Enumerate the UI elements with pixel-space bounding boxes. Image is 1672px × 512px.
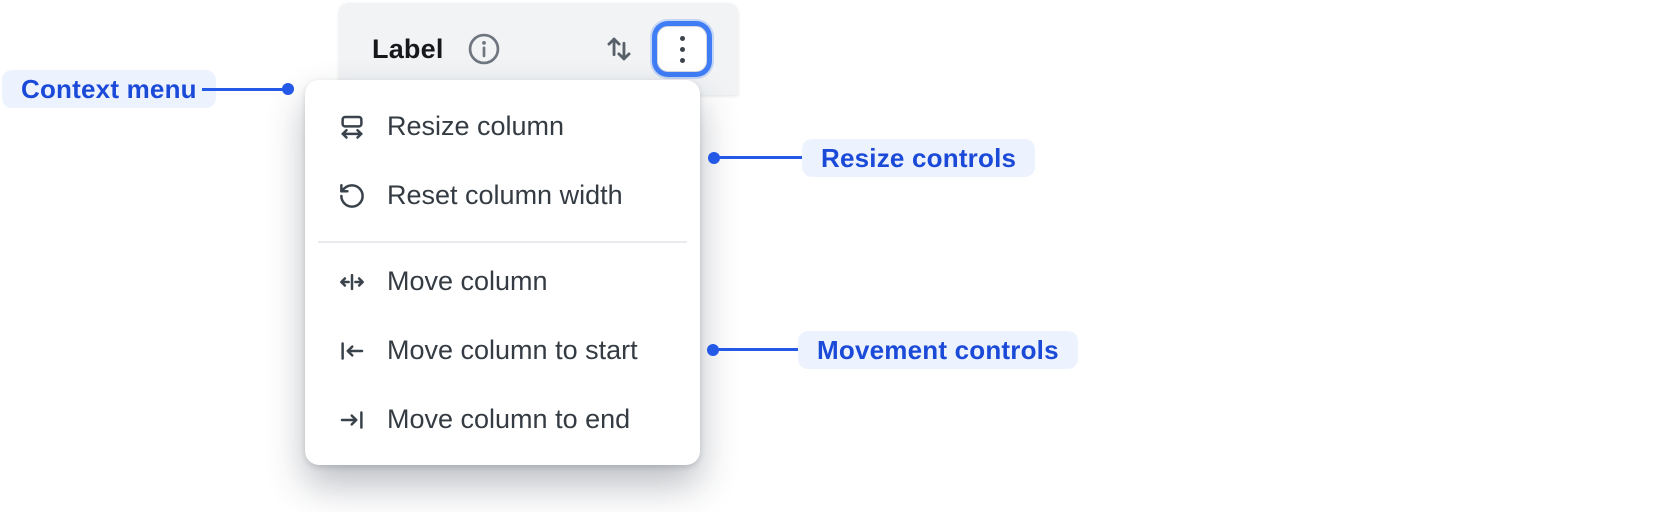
menu-item-label: Move column to start	[387, 335, 638, 365]
annotation-movement-controls: Movement controls	[798, 331, 1078, 369]
annotation-dot-resize-controls	[708, 152, 720, 164]
kebab-button-focus-ring	[652, 21, 712, 77]
sort-arrows-icon[interactable]	[602, 32, 636, 66]
column-title: Label	[372, 33, 444, 64]
menu-item-label: Reset column width	[387, 180, 623, 210]
menu-item-label: Move column	[387, 266, 548, 296]
menu-item-label: Resize column	[387, 111, 565, 141]
move-column-icon	[337, 267, 367, 297]
annotation-dot-movement-controls	[707, 344, 719, 356]
annotation-dot-context-menu	[282, 83, 294, 95]
menu-divider	[318, 241, 687, 243]
kebab-menu-icon	[679, 35, 685, 41]
menu-item-label: Move column to end	[387, 404, 631, 434]
menu-item-move-column-to-end[interactable]: Move column to end	[305, 385, 700, 454]
info-icon[interactable]	[466, 31, 502, 67]
column-context-menu: Resize column Reset column width	[305, 80, 700, 465]
move-column-to-end-icon	[337, 405, 367, 435]
menu-item-reset-column-width[interactable]: Reset column width	[305, 161, 700, 230]
menu-item-resize-column[interactable]: Resize column	[305, 92, 700, 161]
menu-item-move-column-to-start[interactable]: Move column to start	[305, 316, 700, 385]
resize-column-icon	[337, 112, 367, 142]
menu-item-move-column[interactable]: Move column	[305, 247, 700, 316]
annotation-line-context-menu	[202, 88, 288, 91]
annotation-line-movement-controls	[713, 348, 798, 351]
column-menu-button[interactable]	[657, 26, 707, 72]
annotation-context-menu: Context menu	[2, 70, 216, 108]
reset-column-width-icon	[337, 181, 367, 211]
annotation-line-resize-controls	[714, 156, 802, 159]
annotation-resize-controls: Resize controls	[802, 139, 1036, 177]
column-header: Label	[339, 3, 738, 95]
move-column-to-start-icon	[337, 336, 367, 366]
